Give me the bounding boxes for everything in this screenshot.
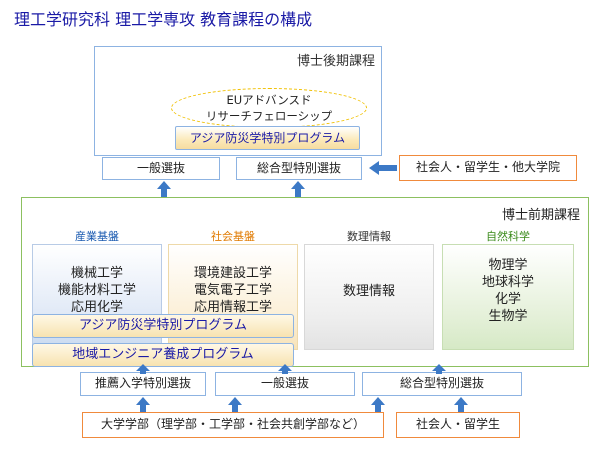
arrow-up-icon [432, 364, 446, 374]
course-item: 生物学 [488, 309, 528, 324]
arrow-up-icon [371, 397, 385, 412]
arrow-up-icon [157, 181, 171, 197]
col-industrial-head: 産業基盤 [75, 230, 119, 243]
course-item: 機能材料工学 [57, 283, 136, 298]
col-natural-box: 物理学 地球科学 化学 生物学 [442, 244, 574, 350]
course-item: 電気電子工学 [193, 283, 272, 298]
masters-admission-comprehensive: 総合型特別選抜 [362, 372, 522, 396]
course-item: 数理情報 [342, 284, 395, 299]
course-item: 応用化学 [70, 300, 123, 315]
doctoral-admission-comprehensive: 総合型特別選抜 [236, 157, 362, 180]
col-math-head: 数理情報 [347, 230, 391, 243]
arrow-up-icon [291, 181, 305, 197]
source-university: 大学学部（理学部・工学部・社会共創学部など） [82, 412, 384, 438]
masters-course-label: 博士前期課程 [501, 208, 580, 223]
eu-fellowship-line2: リサーチフェローシップ [205, 109, 333, 123]
doctoral-disaster-program: アジア防災学特別プログラム [175, 126, 360, 150]
course-item: 化学 [494, 292, 521, 307]
masters-course-box: 博士前期課程 産業基盤 社会基盤 数理情報 自然科学 機械工学 機能材料工学 応… [21, 197, 589, 367]
course-item: 地球科学 [481, 275, 534, 290]
arrow-up-icon [228, 397, 242, 412]
masters-admission-general: 一般選抜 [215, 372, 355, 396]
col-natural-head: 自然科学 [486, 230, 530, 243]
col-math-box: 数理情報 [304, 244, 434, 350]
doctoral-course-box: 博士後期課程 EUアドバンスド リサーチフェローシップ アジア防災学特別プログラ… [94, 46, 382, 156]
masters-admission-recommendation: 推薦入学特別選抜 [80, 372, 206, 396]
arrow-up-icon [278, 364, 292, 374]
course-item: 応用情報工学 [193, 300, 272, 315]
eu-fellowship-oval: EUアドバンスド リサーチフェローシップ [171, 88, 367, 128]
doctoral-external-source: 社会人・留学生・他大学院 [399, 155, 577, 181]
course-item: 機械工学 [70, 266, 123, 281]
arrow-up-icon [136, 397, 150, 412]
course-item: 環境建設工学 [193, 266, 272, 281]
source-adult-international: 社会人・留学生 [396, 412, 520, 438]
regional-engineer-program: 地域エンジニア養成プログラム [32, 343, 294, 367]
page-title: 理工学研究科 理工学専攻 教育課程の構成 [14, 10, 313, 29]
eu-fellowship-line1: EUアドバンスド [226, 93, 312, 107]
col-social-head: 社会基盤 [211, 230, 255, 243]
doctoral-admission-general: 一般選抜 [102, 157, 220, 180]
arrow-up-icon [454, 397, 468, 412]
arrow-up-icon [136, 364, 150, 374]
doctoral-course-label: 博士後期課程 [296, 54, 375, 69]
course-item: 物理学 [488, 258, 528, 273]
masters-disaster-program: アジア防災学特別プログラム [32, 314, 294, 338]
arrow-left-icon [369, 161, 397, 175]
